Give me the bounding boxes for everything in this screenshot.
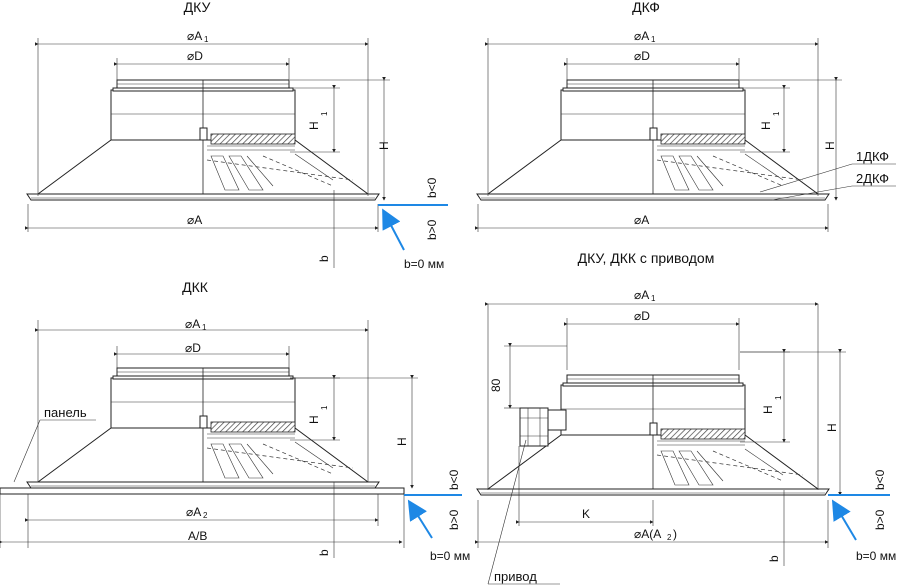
dku-dim-b: b [317,255,331,262]
dku-dim-d: ⌀D [187,49,203,63]
dkk-dim-ab: A/B [188,529,207,543]
drive-title: ДКУ, ДКК с приводом [578,250,715,266]
dkk-dim-h: H [395,437,409,446]
dkf-title: ДКФ [632,0,660,15]
drive-dim-d: ⌀D [634,309,650,323]
drive-dim-k: K [582,507,590,521]
drive-dim-a: ⌀A(A [634,527,661,541]
dku-b-zero: b=0 мм [404,257,444,271]
dku-dim-h: H [377,141,391,150]
drive-dim-a1: ⌀A [634,288,649,302]
dkk-dim-h1-sub: 1 [320,405,329,410]
dkf-dim-a: ⌀A [634,213,649,227]
diagram-dkk: ДКК ⌀A 1 ⌀D H 1 H ⌀A 2 A/B b [0,279,470,563]
dku-dim-h1: H [307,121,321,130]
dkf-dim-h1-sub: 1 [772,111,781,116]
dkf-callout-2: 2ДКФ [856,171,889,186]
drive-label: привод [494,569,537,584]
dkk-b-zero: b=0 мм [430,549,470,563]
dku-dim-a1: ⌀A [187,29,202,43]
dkk-dim-h1: H [307,415,321,424]
dkk-panel-board [0,487,405,495]
diagram-drive: ДКУ, ДКК с приводом ⌀A 1 ⌀D 80 H 1 H [475,250,896,585]
dkk-dim-a2: ⌀A [186,505,201,519]
dku-dim-a: ⌀A [187,213,202,227]
dkk-panel-leader [13,419,41,483]
dkk-b-zero-arrow [407,499,433,539]
dku-b-pos: b>0 [425,219,439,240]
dkk-panel-label: панель [44,405,87,420]
drive-dim-a-sub: 2 [667,533,672,542]
drive-b-zero-arrow [831,499,857,541]
dkk-dim-a1-sub: 1 [202,323,207,332]
drive-b-pos: b>0 [873,509,887,530]
dkf-dim-a1: ⌀A [634,29,649,43]
dkk-dim-d: ⌀D [185,341,201,355]
dku-b-zero-arrow [382,208,405,251]
dkf-dim-a1-sub: 1 [651,35,656,44]
dku-dim-h1-sub: 1 [320,111,329,116]
dkk-diffuser-drawing [26,367,380,489]
dkk-b-pos: b>0 [447,509,461,530]
dku-b-neg: b<0 [425,177,439,198]
dkf-dim-h: H [823,141,837,150]
dku-diffuser-drawing [26,79,380,201]
drive-dim-a1-sub: 1 [651,294,656,303]
drive-dim-h1-sub: 1 [774,395,783,400]
dkk-title: ДКК [182,279,209,295]
drive-b-zero: b=0 мм [856,549,896,563]
dkk-b-neg: b<0 [447,469,461,490]
dkf-callout-1: 1ДКФ [856,149,889,164]
drive-dim-h: H [825,423,839,432]
drive-dim-80: 80 [489,378,503,392]
dkf-dim-d: ⌀D [634,49,650,63]
dku-title: ДКУ [184,0,211,15]
dkf-dim-h1: H [759,121,773,130]
dkk-dim-a1: ⌀A [185,317,200,331]
diagram-dku: ДКУ ⌀A 1 ⌀D H 1 H ⌀A b b<0 b>0 [25,0,448,271]
drive-b-neg: b<0 [873,469,887,490]
dkk-dim-b: b [317,549,331,556]
drive-actuator [519,407,549,447]
dkk-dim-a2-sub: 2 [203,511,208,520]
drive-label-leader [487,439,527,585]
drive-dim-b: b [767,555,781,562]
dku-dim-a1-sub: 1 [204,35,209,44]
dkf-callout-1-leader [759,163,853,193]
drive-dim-h1: H [761,405,775,414]
drive-dim-a-close: ) [673,527,677,541]
dkf-diffuser-drawing [476,79,830,201]
diagram-dkf: ДКФ ⌀A 1 ⌀D H 1 H ⌀A 1ДКФ 2ДКФ [475,0,896,232]
dkf-callout-2-leader [771,185,853,201]
